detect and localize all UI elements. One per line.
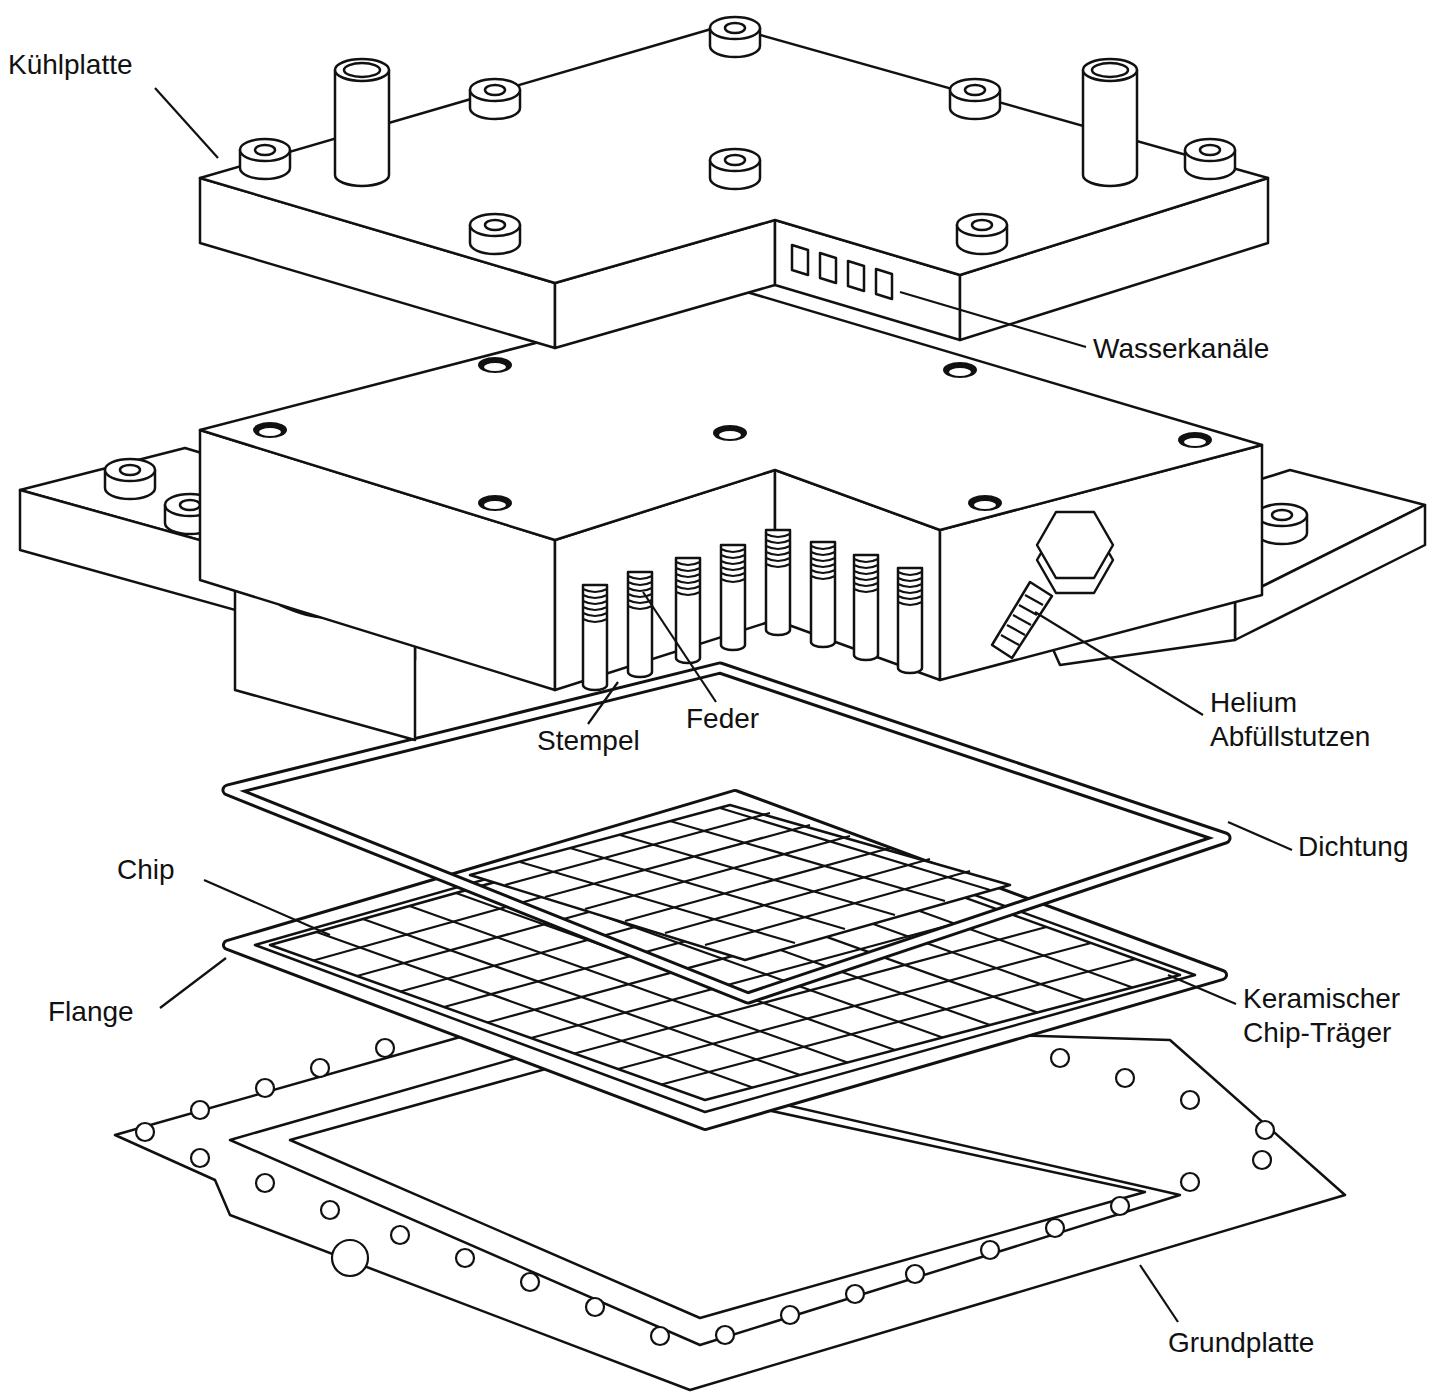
cooling-plate bbox=[200, 17, 1268, 348]
part-label: Stempel bbox=[537, 724, 640, 758]
leader-lines bbox=[155, 88, 1292, 1322]
part-label: Grundplatte bbox=[1168, 1326, 1314, 1360]
part-label: Kühlplatte bbox=[8, 48, 133, 82]
piston-hat bbox=[20, 290, 1425, 740]
part-label: Chip bbox=[117, 853, 175, 887]
part-label: Flange bbox=[48, 995, 134, 1029]
part-label: Feder bbox=[686, 702, 759, 736]
part-label: Dichtung bbox=[1298, 830, 1409, 864]
part-label: Helium Abfüllstutzen bbox=[1210, 686, 1410, 754]
part-label: Wasserkanäle bbox=[1093, 332, 1269, 366]
part-label: Keramischer Chip-Träger bbox=[1243, 982, 1443, 1050]
